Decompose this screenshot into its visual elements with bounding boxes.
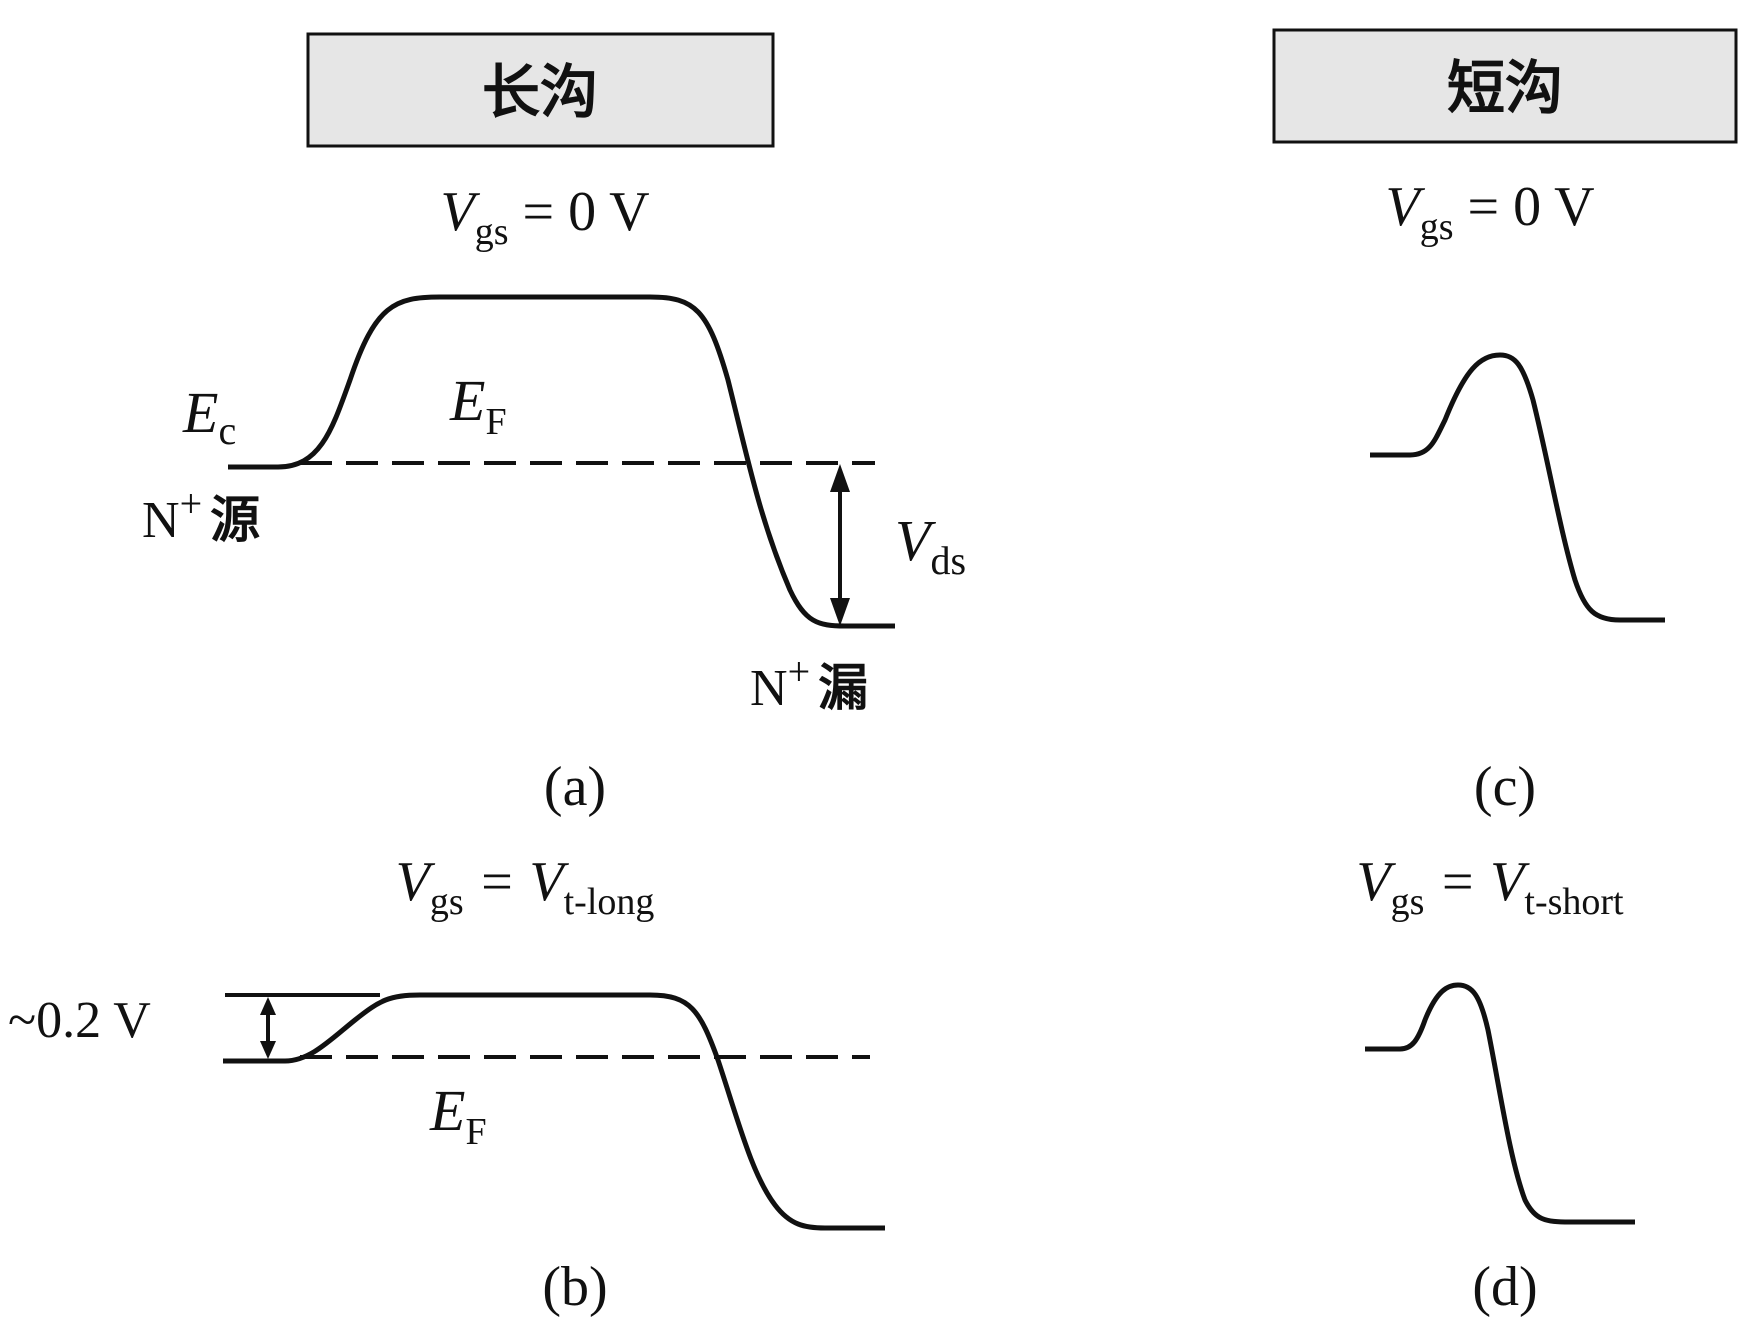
condition-c: Vgs = 0 V: [1385, 176, 1594, 248]
source-label: N+源: [142, 481, 260, 549]
header-short-box: [1272, 28, 1738, 144]
header-long-label: 长沟: [482, 58, 598, 126]
panel-b: ~0.2 V EF: [8, 992, 885, 1231]
condition-a: Vgs = 0 V: [440, 181, 649, 253]
header-short-label: 短沟: [1447, 54, 1563, 122]
conduction-band-d: [1365, 982, 1635, 1225]
condition-d: Vgs = Vt-short: [1356, 851, 1624, 923]
drain-label: N+漏: [750, 649, 868, 717]
panel-a: Ec EF Vds N+源 N+漏: [142, 294, 966, 717]
vds-arrow: [830, 464, 850, 626]
conduction-band-a: [228, 294, 895, 629]
ef-label-a: EF: [449, 368, 507, 443]
caption-d: (d): [1472, 1256, 1537, 1318]
barrier-label: ~0.2 V: [8, 992, 151, 1049]
header-long-channel: 长沟: [306, 32, 775, 148]
panel-d: [1365, 982, 1635, 1225]
ec-label: Ec: [182, 380, 236, 453]
conduction-band-c: [1370, 352, 1665, 623]
panel-c: [1370, 352, 1665, 623]
barrier-arrow: [260, 997, 276, 1059]
caption-a: (a): [544, 756, 606, 818]
conduction-band-b: [223, 992, 885, 1231]
condition-b: Vgs = Vt-long: [396, 851, 655, 923]
caption-b: (b): [542, 1256, 607, 1318]
header-short-channel: 短沟: [1272, 28, 1738, 144]
ef-label-b: EF: [429, 1078, 487, 1153]
vds-label: Vds: [895, 508, 966, 583]
header-long-box: [306, 32, 775, 148]
caption-c: (c): [1474, 756, 1536, 818]
